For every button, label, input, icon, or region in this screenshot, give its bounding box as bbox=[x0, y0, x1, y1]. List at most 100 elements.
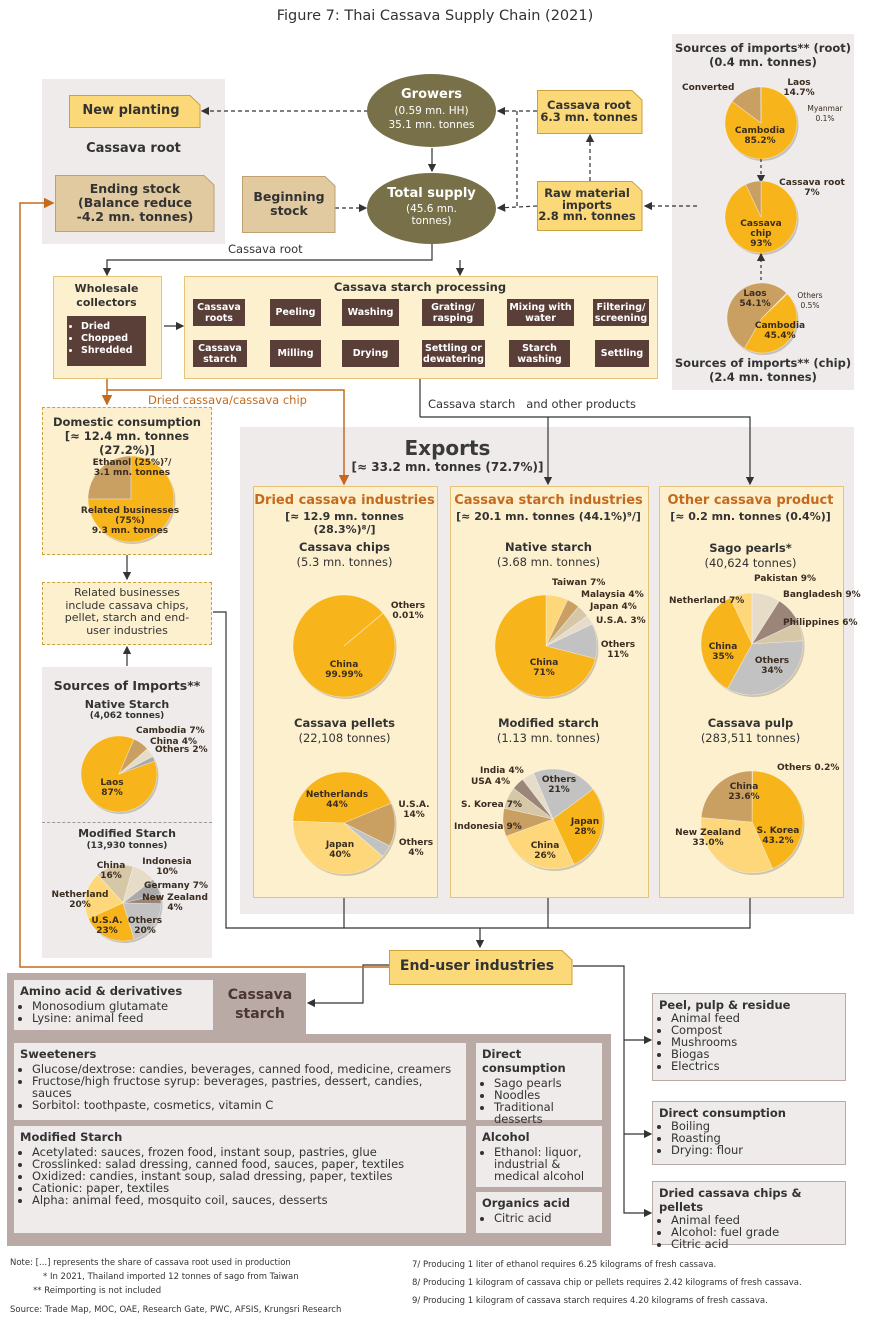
mod-import-label-china: China 16% bbox=[96, 861, 126, 881]
amino-title: Amino acid & derivatives bbox=[20, 984, 183, 998]
sago-label-philippines: Philippines 6% bbox=[783, 618, 858, 628]
mod-label-japan: Japan 28% bbox=[570, 817, 600, 837]
alcohol-title: Alcohol bbox=[482, 1130, 530, 1144]
pie-slice-others bbox=[727, 640, 804, 696]
cassava-chips-title: Cassava chips bbox=[299, 540, 390, 554]
pie-slice-japan bbox=[292, 820, 384, 875]
direct2-item: Drying: flour bbox=[671, 1144, 839, 1156]
pellets-label-netherlands: Netherlands 44% bbox=[305, 790, 369, 810]
note-1: Note: [...] represents the share of cass… bbox=[10, 1258, 291, 1268]
other-products-title: Other cassava product bbox=[667, 493, 834, 508]
sweeteners-box: Sweeteners Glucose/dextrose: candies, be… bbox=[14, 1043, 466, 1120]
mod-import-label-netherland: Netherland 20% bbox=[51, 890, 109, 910]
step-settling-dewatering: Settling or dewatering bbox=[422, 340, 485, 367]
cassava-root-flow-label: Cassava root bbox=[228, 242, 303, 256]
related-businesses-box: Related businesses include cassava chips… bbox=[42, 582, 212, 645]
footnote-9: 9/ Producing 1 kilogram of cassava starc… bbox=[412, 1296, 768, 1306]
alcohol-item: Ethanol: liquor, industrial & medical al… bbox=[494, 1146, 596, 1182]
mod-import-label-others: Others 20% bbox=[127, 916, 163, 936]
cassava-chips-pie bbox=[292, 594, 397, 699]
sago-label-netherland: Netherland 7% bbox=[669, 596, 745, 606]
root-import-box bbox=[537, 90, 643, 134]
native-import-label-cambodia: Cambodia 7% bbox=[136, 726, 205, 736]
step-mixing: Mixing with water bbox=[507, 299, 574, 326]
starch-industries-title: Cassava starch industries bbox=[454, 493, 643, 508]
pie-slice-netherlands bbox=[292, 771, 392, 824]
mod-label-skorea: S. Korea 7% bbox=[461, 800, 523, 810]
direct2-item: Boiling bbox=[671, 1120, 839, 1132]
chip-source-pie bbox=[726, 282, 799, 355]
peel-item: Electrics bbox=[671, 1060, 839, 1072]
direct-item: Traditional desserts bbox=[494, 1101, 596, 1125]
cassava-starch-title: Cassava starch bbox=[227, 987, 293, 1022]
pulp-label-nz: New Zealand 33.0% bbox=[675, 828, 741, 848]
sago-label-others: Others 34% bbox=[754, 656, 790, 676]
mod-import-label-usa: U.S.A. 23% bbox=[91, 916, 123, 936]
modified-starch-box: Modified Starch Acetylated: sauces, froz… bbox=[14, 1126, 466, 1233]
pie-slice-others bbox=[122, 902, 162, 940]
step-cassava-starch: Cassava starch bbox=[193, 340, 247, 367]
native-import-pie bbox=[80, 735, 159, 814]
dried-chips-item: Citric acid bbox=[671, 1238, 839, 1250]
modified-item: Crosslinked: salad dressing, canned food… bbox=[32, 1158, 460, 1170]
step-filtering: Filtering/ screening bbox=[593, 299, 649, 326]
direct2-box: Direct consumption Boiling Roasting Dryi… bbox=[652, 1101, 846, 1165]
wholesale-title: Wholesale collectors bbox=[74, 282, 139, 309]
direct2-title: Direct consumption bbox=[659, 1106, 786, 1120]
mod-import-label-indonesia: Indonesia 10% bbox=[142, 857, 192, 877]
pie-slice-cassava-root bbox=[745, 180, 762, 218]
pie-slice-india bbox=[522, 772, 554, 820]
other-products-sub: [≈ 0.2 mn. tonnes (0.4%)] bbox=[670, 510, 831, 523]
mod-label-others: Others 21% bbox=[541, 775, 577, 795]
pie-slice-others bbox=[343, 612, 384, 647]
wholesale-item: Dried bbox=[81, 321, 146, 333]
pulp-pie bbox=[700, 770, 805, 875]
sago-label-bangladesh: Bangladesh 9% bbox=[783, 590, 861, 600]
modified-starch-title: Modified starch bbox=[498, 716, 599, 730]
chip-imports-title: Sources of imports** (chip) (2.4 mn. ton… bbox=[674, 356, 852, 384]
chip-pie-label-chip: Cassava chip 93% bbox=[740, 219, 782, 249]
chip-pie-label-root: Cassava root 7% bbox=[779, 178, 845, 198]
cassava-chips-sub: (5.3 mn. tonnes) bbox=[296, 555, 393, 569]
starch-industries-sub: [≈ 20.1 mn. tonnes (44.1%)⁹/] bbox=[456, 510, 641, 523]
dried-industries-sub: [≈ 12.9 mn. tonnes (28.3%)⁸/] bbox=[285, 510, 404, 536]
native-label-japan: Japan 4% bbox=[590, 602, 637, 612]
native-starch-sub: (3.68 mn. tonnes) bbox=[496, 555, 601, 569]
footnote-7: 7/ Producing 1 liter of ethanol requires… bbox=[412, 1260, 717, 1270]
raw-material-box bbox=[537, 181, 643, 231]
cassava-pellets-pie bbox=[292, 771, 397, 876]
pie-slice-china bbox=[700, 770, 753, 823]
step-grating: Grating/ rasping bbox=[422, 299, 484, 326]
chips-label-others: Others 0.01% bbox=[390, 601, 426, 621]
sweeteners-title: Sweeteners bbox=[20, 1047, 97, 1061]
modified-import-pie bbox=[84, 864, 163, 943]
peel-item: Animal feed bbox=[671, 1012, 839, 1024]
starch-flow-label: Cassava starch and other products bbox=[428, 397, 637, 411]
native-label-usa: U.S.A. 3% bbox=[596, 616, 646, 626]
modified-item: Alpha: animal feed, mosquito coil, sauce… bbox=[32, 1194, 460, 1206]
modified-item: Oxidized: candies, instant soup, salad d… bbox=[32, 1170, 460, 1182]
step-milling: Milling bbox=[270, 340, 321, 367]
figure-title: Figure 7: Thai Cassava Supply Chain (202… bbox=[276, 8, 594, 24]
pulp-label-skorea: S. Korea 43.2% bbox=[756, 826, 800, 846]
wholesale-items: Dried Chopped Shredded bbox=[67, 316, 146, 366]
beginning-stock-box bbox=[242, 176, 336, 233]
pie-slice-others bbox=[118, 756, 156, 775]
sago-pie bbox=[700, 592, 805, 697]
pulp-label-china: China 23.6% bbox=[728, 782, 760, 802]
pellets-label-usa: U.S.A. 14% bbox=[398, 800, 430, 820]
mod-label-usa: USA 4% bbox=[471, 777, 511, 787]
mod-label-indonesia: Indonesia 9% bbox=[454, 822, 522, 832]
root-pie-label-laos: Laos 14.7% bbox=[783, 78, 815, 98]
peel-item: Mushrooms bbox=[671, 1036, 839, 1048]
mod-import-label-nz: New Zealand 4% bbox=[142, 893, 208, 913]
root-import-label: Cassava root 6.3 mn. tonnes bbox=[540, 98, 638, 124]
source: Source: Trade Map, MOC, OAE, Research Ga… bbox=[10, 1305, 342, 1315]
raw-material-label: Raw material imports 2.8 mn. tonnes bbox=[538, 186, 636, 223]
note-2: * In 2021, Thailand imported 12 tonnes o… bbox=[43, 1272, 299, 1282]
pie-slice-china bbox=[700, 597, 753, 690]
mod-label-india: India 4% bbox=[480, 766, 524, 776]
root-imports-pie bbox=[724, 86, 799, 161]
native-starch-import-title: Native Starch bbox=[84, 698, 170, 711]
total-supply-sub: (45.6 mn. tonnes) bbox=[405, 203, 458, 227]
